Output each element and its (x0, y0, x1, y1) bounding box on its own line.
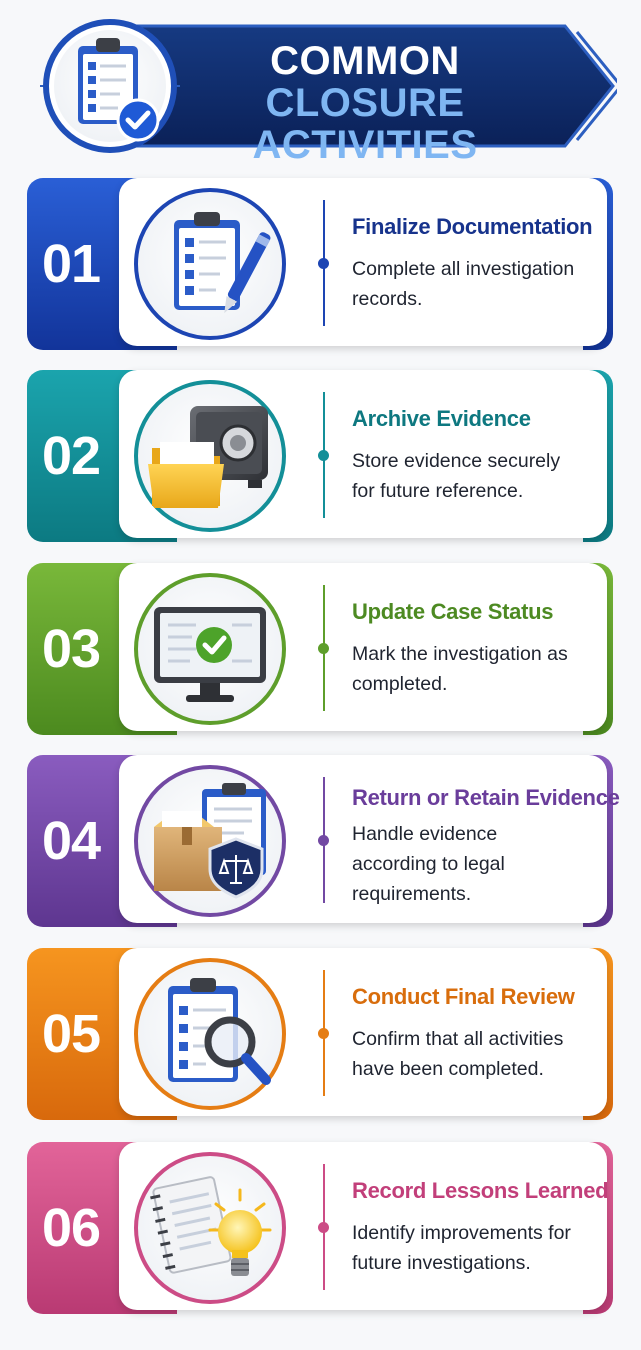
divider-dot (318, 1222, 329, 1233)
step-title: Update Case Status (352, 599, 554, 624)
title-line-1: COMMON (270, 39, 460, 83)
step-description: Mark the investigation as completed. (352, 643, 568, 695)
notebook-lightbulb-icon (134, 1152, 286, 1304)
divider-dot (318, 643, 329, 654)
divider-dot (318, 835, 329, 846)
header: COMMON CLOSURE ACTIVITIES (0, 0, 641, 175)
step-description: Confirm that all activities have been co… (352, 1028, 564, 1080)
step-number: 02 (41, 426, 101, 486)
header-banner (125, 24, 617, 148)
step-number: 04 (41, 811, 101, 871)
step-description: Complete all investigation records. (352, 258, 575, 310)
step-description: Handle evidence according to legal requi… (352, 823, 505, 905)
step-title: Archive Evidence (352, 406, 531, 431)
step-card-03: 03 Update Case Status Mark the investiga… (27, 563, 613, 735)
step-number: 05 (41, 1004, 101, 1064)
monitor-check-icon (134, 573, 286, 725)
clipboard-magnifier-icon (134, 958, 286, 1110)
step-card-05: 05 Conduct Final Review Confirm that all… (27, 948, 613, 1120)
step-title: Return or Retain Evidence (352, 785, 620, 810)
step-number: 06 (41, 1198, 101, 1258)
step-title: Record Lessons Learned (352, 1178, 609, 1203)
step-title: Finalize Documentation (352, 214, 593, 239)
clipboard-pen-icon (134, 188, 286, 340)
step-description: Store evidence securely for future refer… (352, 450, 561, 502)
step-title: Conduct Final Review (352, 984, 575, 1009)
divider-dot (318, 1028, 329, 1039)
step-card-04: 04 Return or Retain Evidence Handle evid… (27, 755, 620, 927)
clipboard-check-icon (40, 19, 180, 153)
step-card-01: 01 Finalize Documentation Complete all i… (27, 178, 613, 350)
step-card-02: 02 Archive Evidence Store evidence secur… (27, 370, 613, 542)
step-description: Identify improvements for future investi… (352, 1222, 571, 1274)
divider-dot (318, 258, 329, 269)
box-shield-icon (134, 765, 286, 917)
step-card-06: 06 Record Lessons Learned Identify impro… (27, 1142, 613, 1314)
page-title: COMMON CLOSURE ACTIVITIES (160, 40, 570, 166)
step-number: 03 (41, 619, 101, 679)
title-line-2: CLOSURE ACTIVITIES (252, 81, 478, 167)
step-number: 01 (41, 234, 101, 294)
folder-safe-icon (134, 380, 286, 532)
divider-dot (318, 450, 329, 461)
